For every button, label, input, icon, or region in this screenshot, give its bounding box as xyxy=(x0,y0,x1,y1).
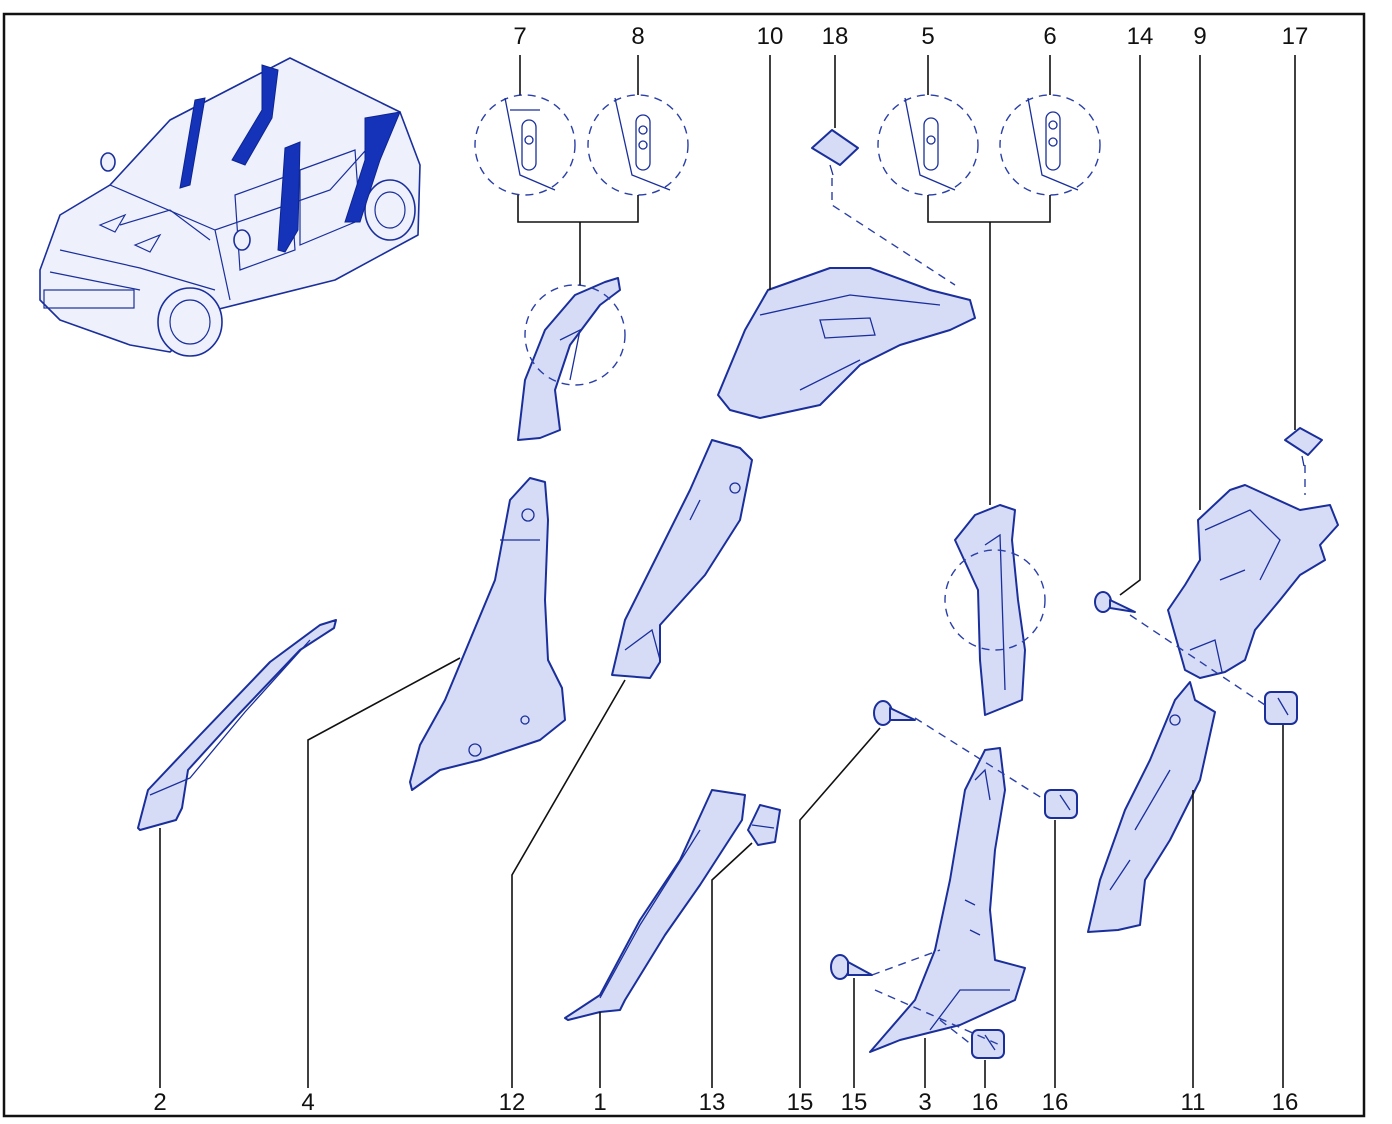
detail-circles xyxy=(474,94,1101,196)
part-10-upper-cover xyxy=(717,267,976,419)
callout-7: 7 xyxy=(513,23,526,50)
car-overview-illustration xyxy=(39,57,421,357)
callout-5: 5 xyxy=(921,23,934,50)
callout-11: 11 xyxy=(1181,1089,1206,1116)
callout-4: 4 xyxy=(301,1089,314,1116)
callout-13: 13 xyxy=(699,1089,726,1116)
leader-lines xyxy=(159,55,1296,1088)
clip-fastener-16-c xyxy=(1264,691,1298,725)
part-1-sill-trim xyxy=(564,789,746,1021)
diagram-frame xyxy=(2,12,1366,1118)
screw-fastener-15-lower xyxy=(830,954,873,980)
callout-16-a: 16 xyxy=(972,1089,999,1116)
callout-3: 3 xyxy=(918,1089,931,1116)
assembly-dashed-lines xyxy=(831,178,1306,1046)
callout-1: 1 xyxy=(593,1089,606,1116)
detail-magnifier-circle xyxy=(944,549,1046,651)
part-2-pillar-strip xyxy=(137,619,337,831)
callout-15-a: 15 xyxy=(787,1089,814,1116)
part-upper-pillar-trim-7-8 xyxy=(517,277,626,441)
callout-18: 18 xyxy=(822,23,849,50)
callout-8: 8 xyxy=(631,23,644,50)
callout-10: 10 xyxy=(757,23,784,50)
callout-16-b: 16 xyxy=(1042,1089,1069,1116)
callout-16-c: 16 xyxy=(1272,1089,1299,1116)
callout-9: 9 xyxy=(1193,23,1206,50)
part-9-c-pillar-upper xyxy=(1167,484,1339,679)
screw-fastener-14 xyxy=(1094,591,1136,613)
screw-fastener-15-upper xyxy=(873,700,916,726)
part-4-lower-pillar-trim xyxy=(409,477,566,791)
clip-fastener-16-b xyxy=(971,1029,1005,1059)
callout-labels: 7 8 10 18 5 6 14 9 17 2 4 12 1 13 15 15 … xyxy=(153,23,1308,1116)
part-3-b-pillar-lower xyxy=(869,747,1026,1053)
detail-magnifier-circle xyxy=(524,284,626,386)
callout-15-b: 15 xyxy=(841,1089,868,1116)
callout-12: 12 xyxy=(499,1089,526,1116)
part-12-long-pillar-trim xyxy=(611,439,753,679)
callout-2: 2 xyxy=(153,1089,166,1116)
part-17-plug xyxy=(1284,427,1323,467)
part-13-clip-fastener xyxy=(747,804,781,846)
part-11-c-pillar-lower xyxy=(1087,681,1216,933)
callout-6: 6 xyxy=(1043,23,1056,50)
part-18-plug xyxy=(811,129,859,176)
callout-14: 14 xyxy=(1127,23,1154,50)
clip-fastener-16-a xyxy=(1044,789,1078,819)
callout-17: 17 xyxy=(1282,23,1309,50)
part-b-pillar-upper-5-6 xyxy=(944,504,1046,716)
